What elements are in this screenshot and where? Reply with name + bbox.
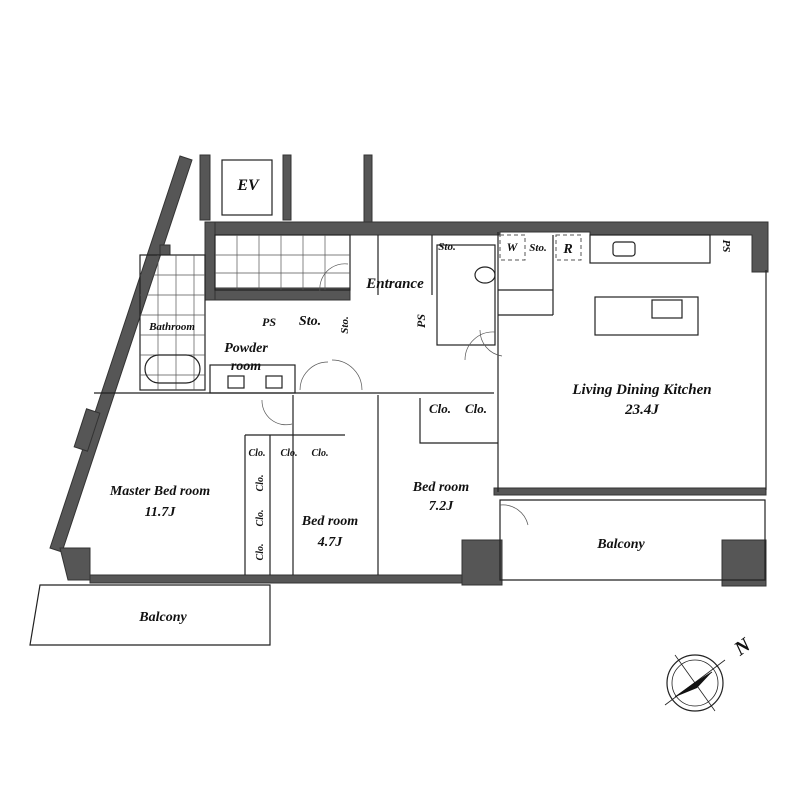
bedroom-1-size: 7.2J [429,499,455,514]
interior-lines [29,159,767,646]
closet-master-a: Clo. [255,475,266,492]
balcony-left-label: Balcony [138,610,187,625]
sto-kitchen-label: Sto. [529,242,546,254]
bedroom-2-label: Bed room [301,514,359,529]
closet-bed1-a: Clo. [429,401,451,416]
closet-bed2-b: Clo. [281,448,298,459]
ev-label: EV [236,177,260,194]
entrance-label: Entrance [365,276,424,292]
sto-toilet-label: Sto. [438,241,455,253]
north-compass-icon [664,654,726,712]
north-label: N [730,633,757,661]
balcony-right-label: Balcony [596,537,645,552]
powder-room-label-2: room [231,359,261,374]
ldk-size: 23.4J [624,402,659,418]
ps-kitchen-label: PS [720,240,732,253]
powder-room-label-1: Powder [224,341,268,356]
closet-bed2-c: Clo. [312,448,329,459]
r-label: R [562,242,572,257]
sto-powder-label: Sto. [299,314,321,329]
bathroom-label: Bathroom [148,321,195,333]
closet-bed2-a: Clo. [249,448,266,459]
w-label: W [507,240,519,254]
ps-hall-label: PS [414,314,428,328]
master-bedroom-size: 11.7J [145,505,177,520]
closet-master-b: Clo. [255,510,266,527]
ldk-label: Living Dining Kitchen [571,382,711,398]
closet-bed1-b: Clo. [465,401,487,416]
master-bedroom-label: Master Bed room [109,484,210,499]
bedroom-1-label: Bed room [412,480,470,495]
bedroom-2-size: 4.7J [317,535,344,550]
ps-powder-label: PS [262,315,276,329]
closet-master-c: Clo. [255,544,266,561]
sto-hall-label: Sto. [339,316,351,333]
